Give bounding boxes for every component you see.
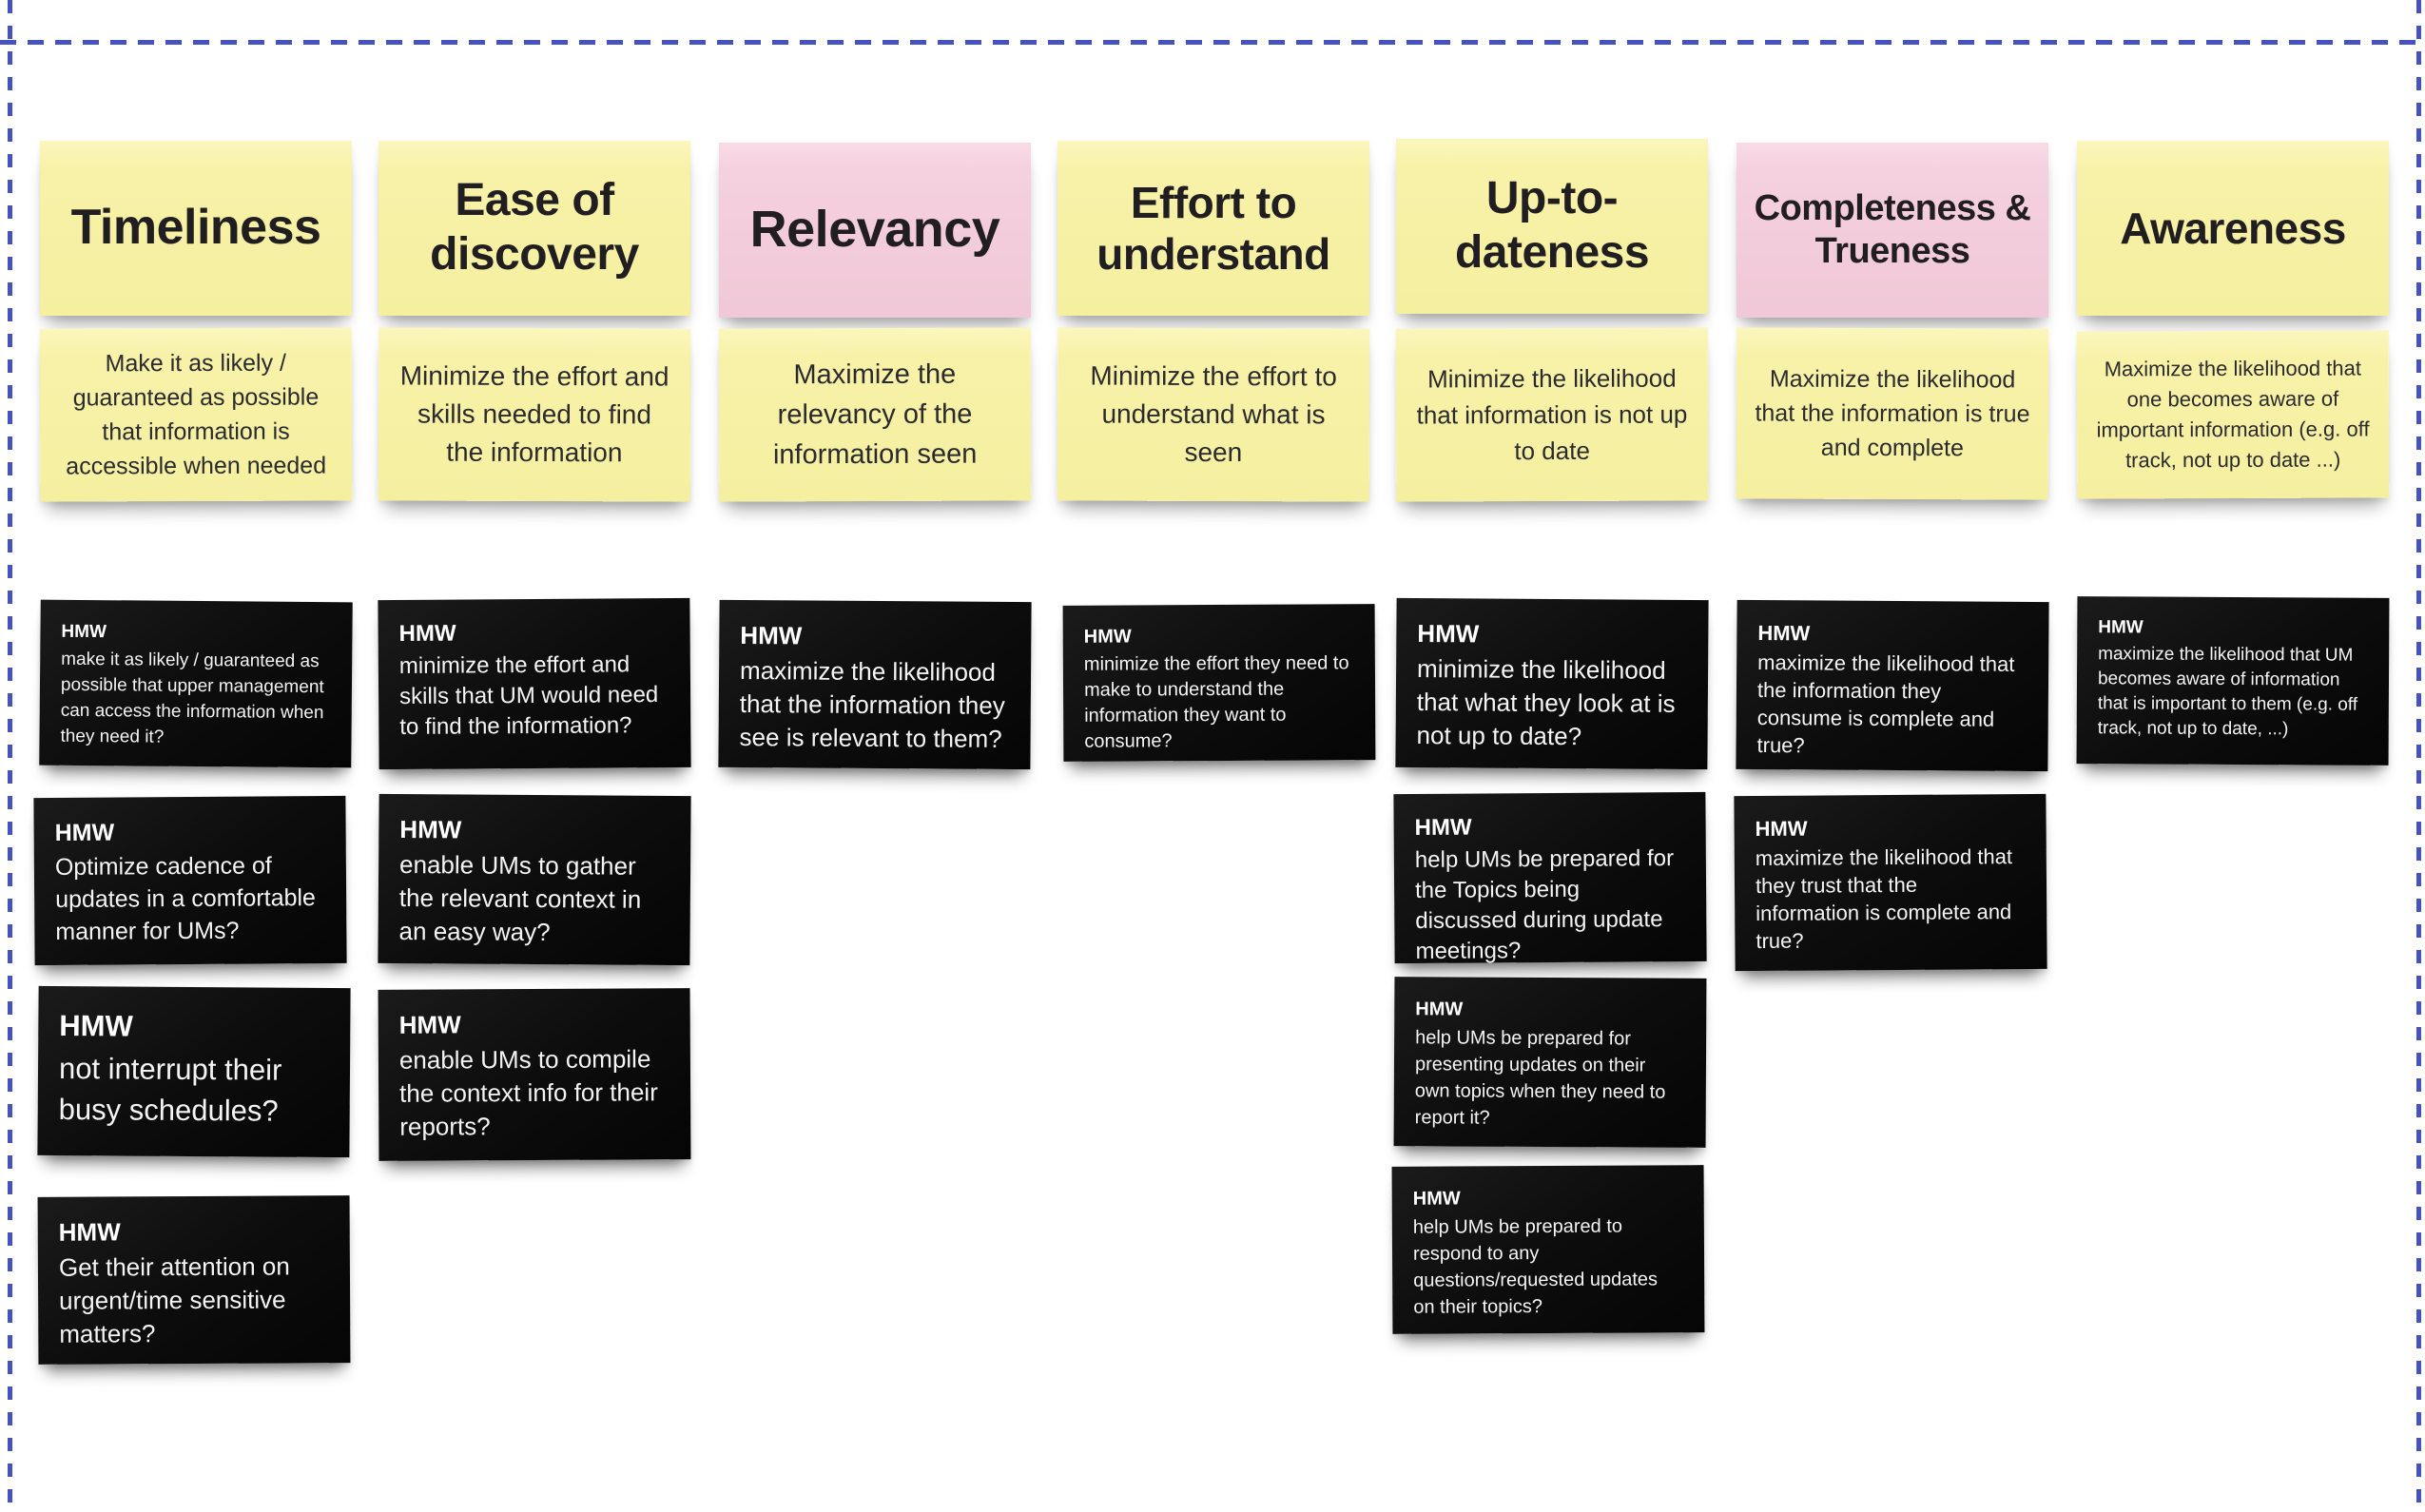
description-note-timeliness[interactable]: Make it as likely / guaranteed as possib… bbox=[39, 327, 353, 502]
frame-border-top bbox=[0, 40, 2425, 45]
hmw-note-uptodate-2[interactable]: HMW help UMs be prepared for the Topics … bbox=[1393, 791, 1707, 964]
description-note-relevancy[interactable]: Maximize the relevancy of the informatio… bbox=[718, 327, 1032, 502]
hmw-note-awareness-1[interactable]: HMW maximize the likelihood that UM beco… bbox=[2076, 596, 2390, 766]
header-label: Relevancy bbox=[749, 201, 1000, 259]
description-text: Maximize the likelihood that the informa… bbox=[1755, 365, 2030, 462]
hmw-note-ease-2[interactable]: HMW enable UMs to gather the relevant co… bbox=[378, 793, 691, 966]
hmw-note-relevancy-1[interactable]: HMW maximize the likelihood that the inf… bbox=[718, 599, 1032, 770]
hmw-note-timeliness-2[interactable]: HMW Optimize cadence of updates in a com… bbox=[33, 795, 347, 966]
hmw-label: HMW bbox=[1755, 816, 1808, 841]
hmw-note-timeliness-1[interactable]: HMW make it as likely / guaranteed as po… bbox=[39, 599, 353, 768]
hmw-label: HMW bbox=[2098, 617, 2144, 638]
hmw-note-completeness-1[interactable]: HMW maximize the likelihood that the inf… bbox=[1736, 599, 2049, 772]
hmw-label: HMW bbox=[58, 1217, 121, 1247]
hmw-text: maximize the likelihood that UM becomes … bbox=[2097, 644, 2358, 740]
hmw-text: minimize the effort and skills that UM w… bbox=[398, 651, 659, 740]
header-note-timeliness[interactable]: Timeliness bbox=[40, 141, 352, 316]
hmw-text: help UMs be prepared for presenting upda… bbox=[1414, 1027, 1666, 1129]
hmw-label: HMW bbox=[61, 621, 107, 643]
description-text: Minimize the effort and skills needed to… bbox=[399, 360, 669, 468]
header-label: Completeness & Trueness bbox=[1754, 188, 2031, 271]
header-label: Timeliness bbox=[70, 200, 321, 256]
description-text: Minimize the effort to understand what i… bbox=[1090, 360, 1337, 468]
hmw-text: Get their attention on urgent/time sensi… bbox=[58, 1251, 290, 1348]
hmw-note-timeliness-4[interactable]: HMW Get their attention on urgent/time s… bbox=[37, 1195, 351, 1365]
hmw-label: HMW bbox=[54, 819, 115, 846]
hmw-note-ease-1[interactable]: HMW minimize the effort and skills that … bbox=[378, 597, 691, 770]
hmw-text: maximize the likelihood that they trust … bbox=[1755, 844, 2013, 953]
header-note-relevancy[interactable]: Relevancy bbox=[719, 143, 1031, 318]
description-note-ease-of-discovery[interactable]: Minimize the effort and skills needed to… bbox=[378, 327, 691, 502]
description-text: Maximize the likelihood that one becomes… bbox=[2096, 356, 2370, 473]
header-note-effort-to-understand[interactable]: Effort to understand bbox=[1057, 141, 1369, 316]
hmw-note-uptodate-3[interactable]: HMW help UMs be prepared for presenting … bbox=[1393, 977, 1707, 1148]
hmw-note-ease-3[interactable]: HMW enable UMs to compile the context in… bbox=[378, 988, 691, 1161]
hmw-text: minimize the likelihood that what they l… bbox=[1416, 654, 1676, 751]
hmw-text: make it as likely / guaranteed as possib… bbox=[60, 649, 324, 747]
header-note-ease-of-discovery[interactable]: Ease of discovery bbox=[378, 141, 690, 316]
hmw-note-uptodate-1[interactable]: HMW minimize the likelihood that what th… bbox=[1395, 597, 1709, 770]
header-label: Effort to understand bbox=[1096, 177, 1330, 279]
hmw-text: maximize the likelihood that the informa… bbox=[1756, 650, 2015, 758]
hmw-text: enable UMs to compile the context info f… bbox=[398, 1044, 658, 1141]
hmw-text: help UMs be prepared to respond to any q… bbox=[1412, 1215, 1659, 1318]
header-note-up-to-dateness[interactable]: Up-to-dateness bbox=[1396, 139, 1708, 314]
hmw-note-uptodate-4[interactable]: HMW help UMs be prepared to respond to a… bbox=[1391, 1165, 1705, 1334]
hmw-text: Optimize cadence of updates in a comfort… bbox=[54, 852, 317, 945]
frame-border-left bbox=[8, 0, 12, 1512]
hmw-label: HMW bbox=[398, 1010, 461, 1039]
hmw-label: HMW bbox=[740, 621, 803, 650]
hmw-label: HMW bbox=[1757, 621, 1811, 646]
hmw-label: HMW bbox=[1412, 1188, 1461, 1210]
header-note-awareness[interactable]: Awareness bbox=[2077, 141, 2389, 316]
header-label: Awareness bbox=[2120, 203, 2346, 253]
description-text: Minimize the likelihood that information… bbox=[1416, 363, 1688, 466]
hmw-text: maximize the likelihood that the informa… bbox=[739, 656, 1005, 753]
description-note-completeness-trueness[interactable]: Maximize the likelihood that the informa… bbox=[1736, 327, 2049, 500]
hmw-text: enable UMs to gather the relevant contex… bbox=[398, 850, 642, 947]
hmw-label: HMW bbox=[1414, 814, 1472, 841]
header-note-completeness-trueness[interactable]: Completeness & Trueness bbox=[1736, 143, 2048, 318]
hmw-text: help UMs be prepared for the Topics bein… bbox=[1414, 845, 1675, 964]
frame-border-right bbox=[2416, 0, 2421, 1512]
hmw-text: minimize the effort they need to make to… bbox=[1083, 652, 1349, 752]
description-text: Make it as likely / guaranteed as possib… bbox=[66, 349, 327, 480]
hmw-note-effort-1[interactable]: HMW minimize the effort they need to mak… bbox=[1062, 604, 1376, 762]
description-note-awareness[interactable]: Maximize the likelihood that one becomes… bbox=[2076, 330, 2390, 499]
hmw-label: HMW bbox=[1083, 626, 1132, 648]
description-text: Maximize the relevancy of the informatio… bbox=[772, 359, 978, 471]
hmw-label: HMW bbox=[59, 1009, 133, 1043]
header-label: Ease of discovery bbox=[430, 175, 639, 280]
hmw-text: not interrupt their busy schedules? bbox=[58, 1052, 282, 1128]
hmw-label: HMW bbox=[1417, 619, 1480, 649]
hmw-label: HMW bbox=[399, 815, 462, 844]
header-label: Up-to-dateness bbox=[1454, 173, 1650, 278]
hmw-note-timeliness-3[interactable]: HMW not interrupt their busy schedules? bbox=[37, 985, 351, 1158]
hmw-note-completeness-2[interactable]: HMW maximize the likelihood that they tr… bbox=[1734, 793, 2047, 972]
hmw-label: HMW bbox=[398, 620, 456, 647]
description-note-effort-to-understand[interactable]: Minimize the effort to understand what i… bbox=[1057, 327, 1370, 502]
description-note-up-to-dateness[interactable]: Minimize the likelihood that information… bbox=[1395, 327, 1709, 502]
hmw-label: HMW bbox=[1415, 998, 1464, 1020]
